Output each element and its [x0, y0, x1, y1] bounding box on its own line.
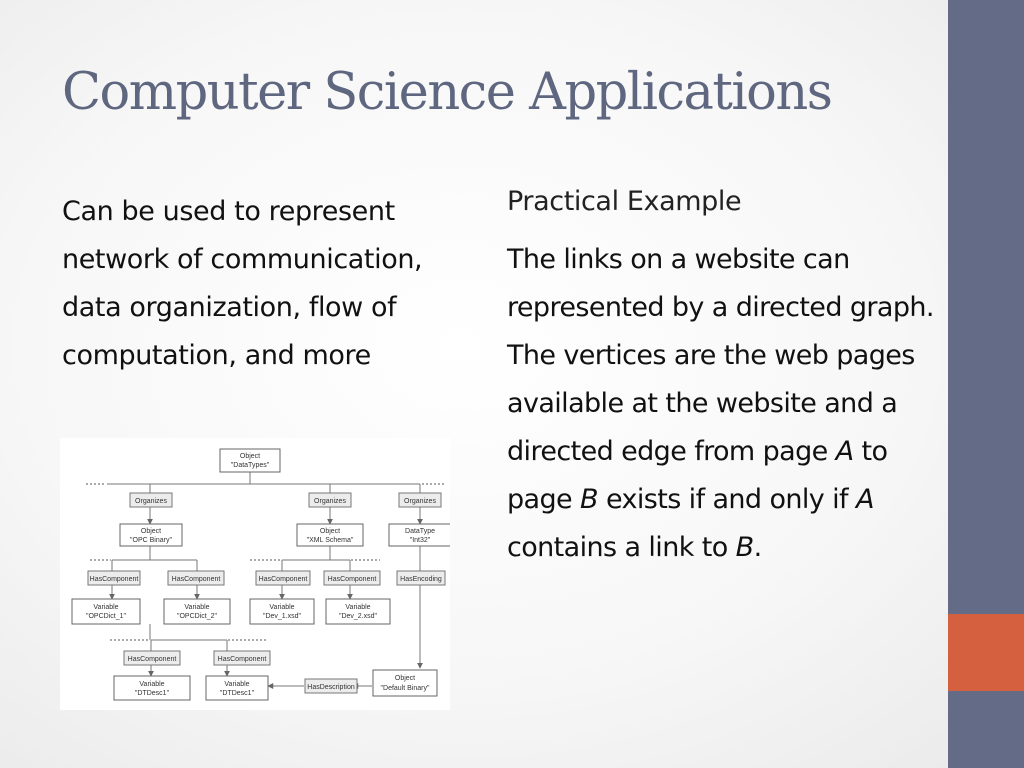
node-organizes-1: Organizes	[129, 492, 173, 508]
node-hascomponent-5: HasComponent	[123, 650, 181, 666]
node-hasdescription: HasDescription	[304, 678, 358, 694]
node-hascomponent-1: HasComponent	[87, 570, 141, 586]
body-text: to page	[507, 436, 888, 515]
body-text: exists if and only if	[597, 484, 856, 515]
diagram-dashes	[86, 483, 446, 641]
svg-text:Object: Object	[320, 528, 340, 535]
body-var-b: B	[580, 484, 599, 515]
svg-text:HasDescription: HasDescription	[307, 684, 355, 691]
node-object-datatypes: Object "DataTypes"	[219, 448, 281, 473]
svg-text:"DTDesc1": "DTDesc1"	[135, 690, 170, 697]
node-hascomponent-2: HasComponent	[167, 570, 225, 586]
left-column-text: Can be used to represent network of comm…	[62, 196, 423, 371]
svg-text:Variable: Variable	[269, 604, 294, 611]
node-object-xml-schema: Object "XML Schema"	[296, 523, 364, 547]
node-organizes-2: Organizes	[308, 492, 352, 508]
svg-text:HasComponent: HasComponent	[90, 576, 139, 583]
node-hascomponent-3: HasComponent	[255, 570, 311, 586]
svg-text:"OPC Binary": "OPC Binary"	[130, 537, 172, 544]
svg-text:"OPCDict_1": "OPCDict_1"	[86, 613, 126, 620]
node-object-opc-binary: Object "OPC Binary"	[119, 523, 183, 547]
svg-text:Organizes: Organizes	[135, 498, 167, 505]
body-text: .	[753, 532, 763, 563]
node-variable-dtdesc-1: Variable "DTDesc1"	[113, 675, 191, 701]
svg-text:Variable: Variable	[345, 604, 370, 611]
node-hascomponent-4: HasComponent	[323, 570, 381, 586]
node-variable-opcdict-2: Variable "OPCDict_2"	[163, 598, 231, 625]
slide-title: Computer Science Applications	[62, 63, 833, 122]
node-variable-dev-2: Variable "Dev_2.xsd"	[325, 598, 391, 625]
body-var-b: B	[735, 532, 755, 563]
svg-text:Object: Object	[240, 453, 260, 460]
node-datatype-int32: DataType "Int32"	[388, 523, 450, 547]
node-object-default-binary: Object "Default Binary"	[372, 669, 438, 697]
svg-text:"Int32": "Int32"	[410, 537, 431, 544]
svg-text:Variable: Variable	[139, 681, 164, 688]
svg-text:"Default Binary": "Default Binary"	[381, 685, 430, 692]
node-variable-dev-1: Variable "Dev_1.xsd"	[249, 598, 315, 625]
svg-text:"OPCDict_2": "OPCDict_2"	[177, 613, 217, 620]
svg-text:Variable: Variable	[224, 681, 249, 688]
node-organizes-3: Organizes	[398, 492, 442, 508]
svg-text:HasEncoding: HasEncoding	[400, 576, 442, 583]
svg-text:HasComponent: HasComponent	[218, 656, 267, 663]
svg-text:Variable: Variable	[184, 604, 209, 611]
node-variable-dtdesc-2: Variable "DTDesc1"	[205, 675, 269, 701]
svg-text:HasComponent: HasComponent	[172, 576, 221, 583]
svg-text:Object: Object	[141, 528, 161, 535]
svg-text:Variable: Variable	[93, 604, 118, 611]
svg-text:"DTDesc1": "DTDesc1"	[220, 690, 255, 697]
address-space-diagram: Object "DataTypes" Organizes Organizes O…	[60, 438, 450, 710]
svg-text:Object: Object	[395, 675, 415, 682]
node-hasencoding: HasEncoding	[396, 570, 446, 586]
svg-text:"Dev_1.xsd": "Dev_1.xsd"	[263, 613, 302, 620]
right-column-heading: Practical Example	[507, 186, 742, 217]
svg-text:HasComponent: HasComponent	[128, 656, 177, 663]
svg-text:HasComponent: HasComponent	[328, 576, 377, 583]
body-var-a: A	[835, 436, 854, 467]
node-variable-opcdict-1: Variable "OPCDict_1"	[71, 598, 141, 625]
svg-text:Organizes: Organizes	[404, 498, 436, 505]
svg-text:DataType: DataType	[405, 528, 435, 535]
side-accent-block	[948, 614, 1024, 691]
svg-text:"Dev_2.xsd": "Dev_2.xsd"	[339, 613, 378, 620]
body-var-a: A	[855, 484, 874, 515]
svg-text:HasComponent: HasComponent	[259, 576, 308, 583]
node-hascomponent-6: HasComponent	[213, 650, 271, 666]
right-column-body: The links on a website can represented b…	[507, 236, 937, 572]
svg-text:"DataTypes": "DataTypes"	[231, 462, 270, 469]
body-text: contains a link to	[507, 532, 736, 563]
body-text: The links on a website can represented b…	[507, 244, 934, 467]
svg-text:Organizes: Organizes	[314, 498, 346, 505]
svg-text:"XML Schema": "XML Schema"	[307, 537, 354, 544]
